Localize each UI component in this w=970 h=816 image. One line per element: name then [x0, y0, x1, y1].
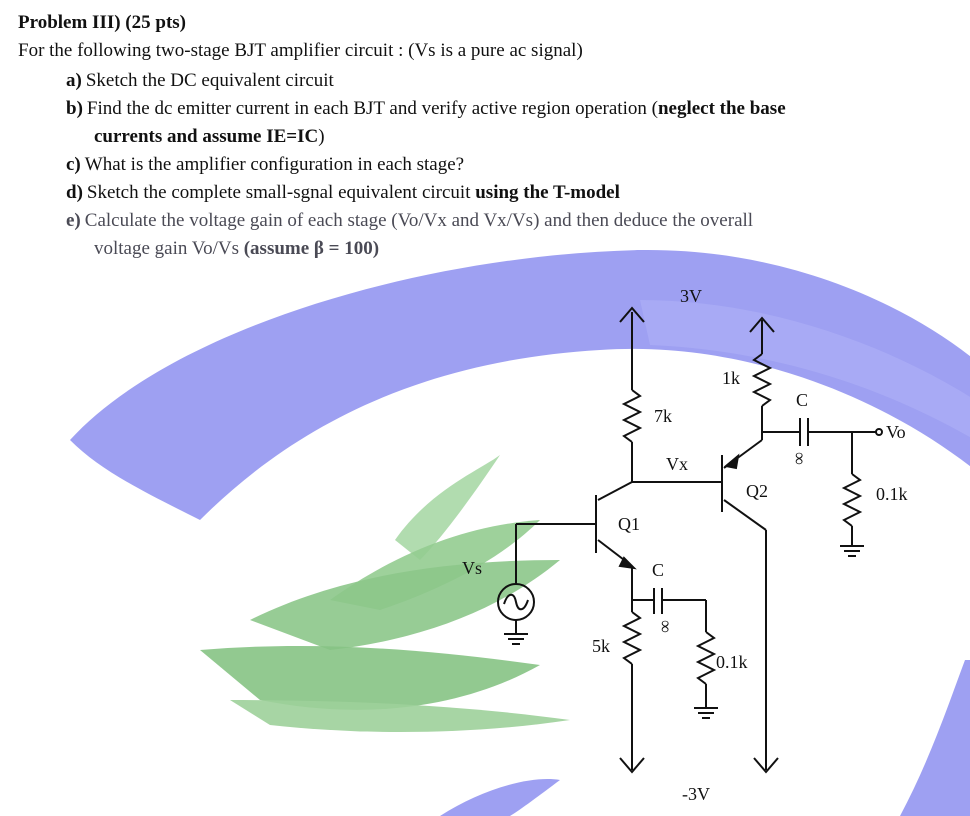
supply-top-label: 3V — [680, 286, 702, 306]
cap1-infinity: ∞ — [656, 620, 676, 633]
vo-label: Vo — [886, 422, 906, 442]
resistor-5k — [621, 611, 643, 665]
watermark-green-stripe-1 — [395, 455, 500, 560]
q1-supply-arrow — [619, 306, 645, 323]
supply-bottom-label: -3V — [682, 784, 710, 804]
vs-label: Vs — [462, 558, 482, 578]
q2-negative-supply-arrow — [753, 757, 779, 774]
question-b-line2-bold: currents and assume IE=IC — [94, 126, 319, 147]
q2-label: Q2 — [746, 481, 768, 501]
question-e: e)Calculate the voltage gain of each sta… — [66, 210, 753, 232]
q1-emitter-arrow — [618, 556, 637, 570]
rbypass-label: 0.1k — [716, 652, 748, 672]
vo-terminal — [875, 428, 883, 436]
question-d-bold: using the T-model — [475, 182, 620, 203]
question-e-label: e) — [66, 210, 81, 231]
watermark-blue-right — [900, 660, 970, 816]
resistor-1k — [751, 353, 773, 407]
question-d-label: d) — [66, 182, 83, 203]
watermark-green-stripe-5 — [230, 700, 570, 732]
question-a-label: a) — [66, 70, 82, 91]
question-d: d)Sketch the complete small-sgnal equiva… — [66, 182, 620, 204]
question-a: a)Sketch the DC equivalent circuit — [66, 70, 334, 92]
question-b-label: b) — [66, 98, 83, 119]
question-b-text: Find the dc emitter current in each BJT … — [86, 98, 658, 119]
question-b-line2: currents and assume IE=IC) — [94, 126, 325, 148]
q1-negative-supply-arrow — [619, 757, 645, 774]
r7k-label: 7k — [654, 406, 672, 426]
question-a-text: Sketch the DC equivalent circuit — [85, 70, 334, 91]
cap2-label: C — [796, 390, 808, 410]
question-e-line2-text: voltage gain Vo/Vs — [94, 238, 244, 259]
q2-supply-arrow — [749, 316, 775, 333]
resistor-bypass-01k — [695, 631, 717, 685]
r1k-label: 1k — [722, 368, 740, 388]
resistor-load-01k — [841, 473, 863, 527]
question-e-line2: voltage gain Vo/Vs (assume β = 100) — [94, 238, 379, 260]
question-c-text: What is the amplifier configuration in e… — [84, 154, 465, 175]
watermark-blue-stripe — [640, 300, 970, 438]
problem-intro: For the following two-stage BJT amplifie… — [18, 40, 583, 61]
question-b-line2-tail: ) — [318, 126, 325, 147]
question-e-text: Calculate the voltage gain of each stage… — [84, 210, 754, 231]
cap2-infinity: ∞ — [790, 452, 810, 465]
question-d-text: Sketch the complete small-sgnal equivale… — [86, 182, 476, 203]
watermark-green-stripe-4 — [200, 645, 540, 710]
q1-label: Q1 — [618, 514, 640, 534]
r5k-label: 5k — [592, 636, 610, 656]
watermark-green-stripe-3 — [250, 560, 560, 650]
question-b: b)Find the dc emitter current in each BJ… — [66, 98, 786, 120]
question-c-label: c) — [66, 154, 81, 175]
vx-label: Vx — [666, 454, 688, 474]
resistor-7k — [621, 389, 643, 443]
cap1-label: C — [652, 560, 664, 580]
problem-title: Problem III) (25 pts) — [18, 12, 187, 33]
watermark-blue-bottom — [440, 779, 560, 816]
question-c: c)What is the amplifier configuration in… — [66, 154, 464, 176]
question-b-bold: neglect the base — [657, 98, 786, 119]
question-e-line2-bold: (assume β = 100) — [243, 238, 380, 259]
q2-emitter-arrow — [723, 453, 740, 470]
rload-label: 0.1k — [876, 484, 908, 504]
